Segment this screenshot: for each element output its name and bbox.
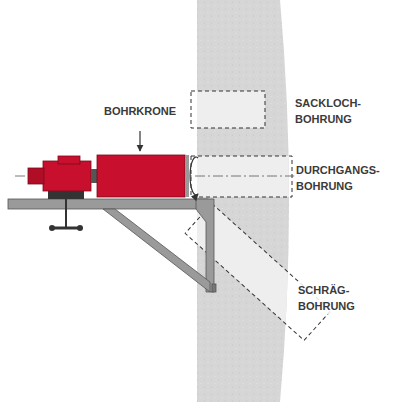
concrete-wall <box>197 0 289 402</box>
core-bit <box>97 155 185 197</box>
rotation-arrow <box>190 157 198 195</box>
bore-type-label: SACKLOCH- BOHRUNG <box>293 95 363 127</box>
bore-type-label: DURCHGANGS- BOHRUNG <box>294 162 382 194</box>
leader-arrow <box>139 131 140 151</box>
bore-type-label: SCHRÄG- BOHRUNG <box>296 282 357 314</box>
drill-motor <box>28 156 97 231</box>
part-label: BOHRKRONE <box>102 103 178 119</box>
bit-crown <box>185 155 189 197</box>
drill-stand <box>8 199 216 292</box>
